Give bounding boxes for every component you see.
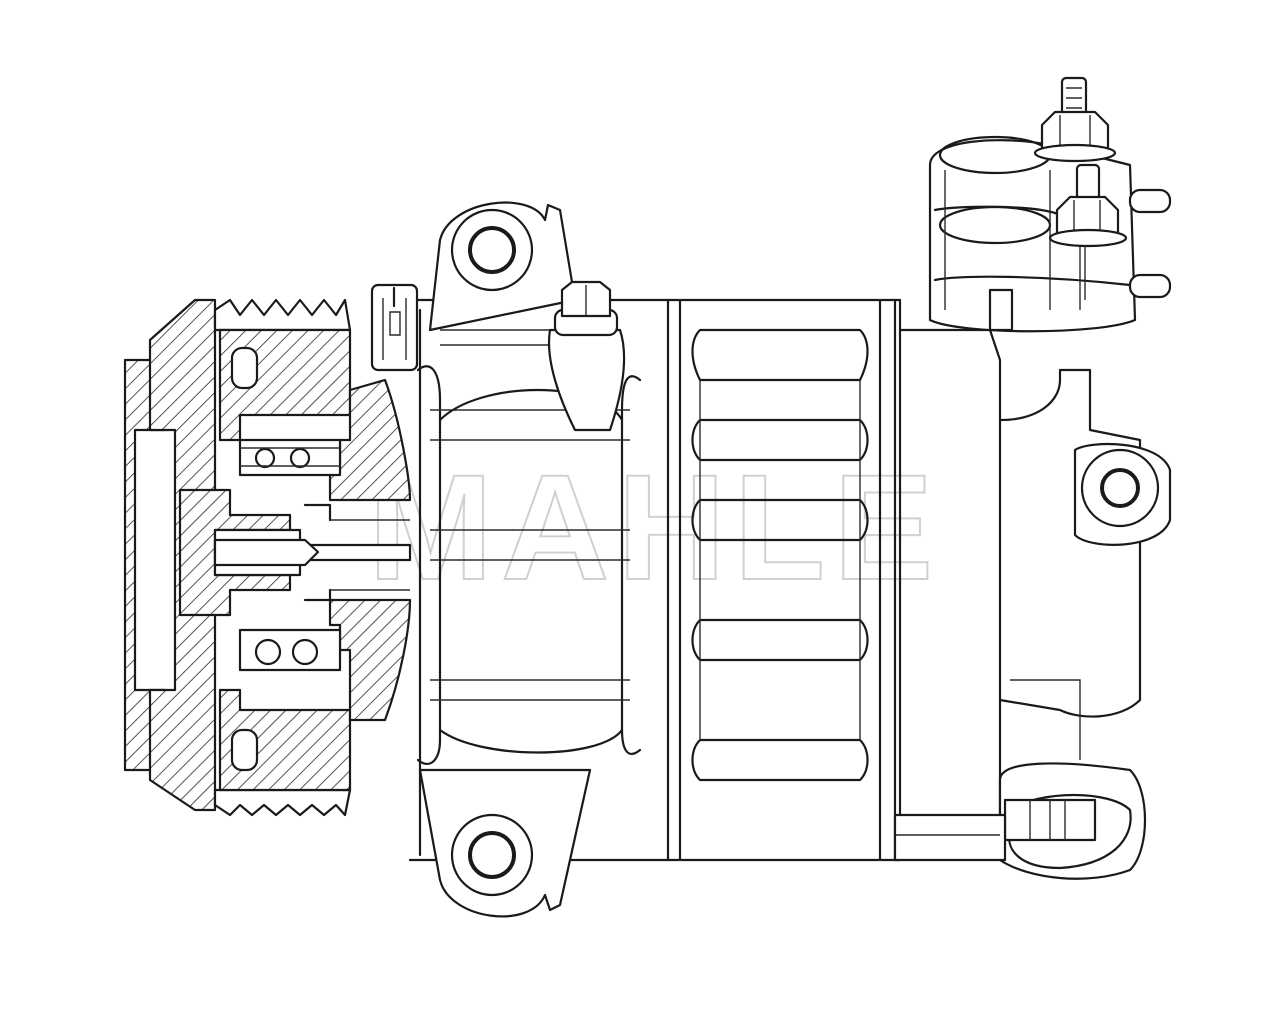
electrical-connector xyxy=(370,283,419,372)
drive-shaft xyxy=(213,503,412,602)
stud-bolts xyxy=(1033,76,1128,300)
clutch-pulley xyxy=(123,298,412,817)
mounting-ear-bottom xyxy=(418,768,592,918)
plug-bolt xyxy=(548,280,626,432)
mounting-ear-right xyxy=(1073,442,1172,546)
mounting-ear-top xyxy=(428,201,577,346)
rear-connector xyxy=(893,762,1146,880)
port-manifold xyxy=(928,135,1172,333)
mahle-watermark: MAHLE xyxy=(367,443,942,611)
